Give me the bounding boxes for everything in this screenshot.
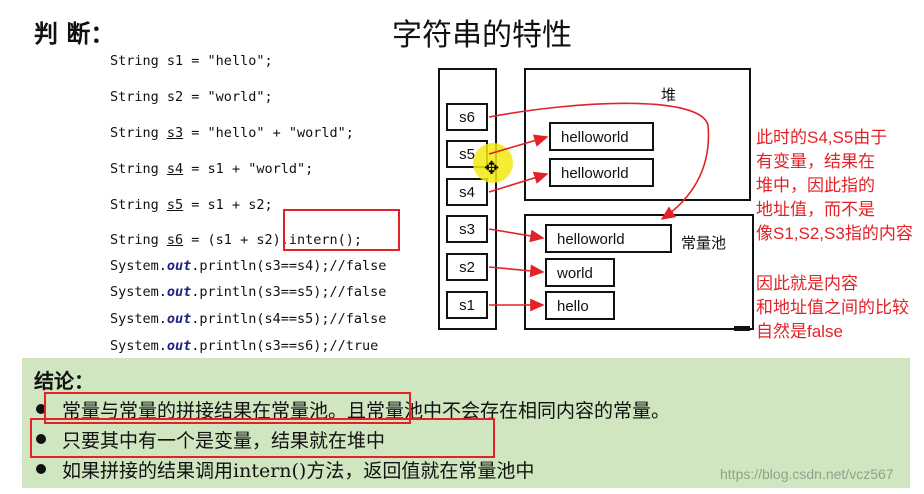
code-rest: = s1 + "world"; <box>183 161 314 177</box>
print-line-1: System.out.println(s3==s4);//false <box>110 258 386 274</box>
ref-s4: s4 <box>446 178 488 206</box>
intern-highlight <box>283 209 400 251</box>
code-var: s4 <box>166 161 184 177</box>
code-field: out <box>166 338 192 354</box>
pool-value-world: world <box>545 258 615 287</box>
code-keyword: String <box>110 197 167 213</box>
print-line-4: System.out.println(s3==s6);//true <box>110 338 378 354</box>
code-keyword: String <box>110 53 167 69</box>
code-field: out <box>166 284 192 300</box>
pool-value-hello: hello <box>545 291 615 320</box>
code-field: out <box>166 311 192 327</box>
code-rest: .println(s3==s4);//false <box>191 258 387 274</box>
highlight-box-1 <box>44 392 411 424</box>
code-keyword: String <box>110 125 167 141</box>
code-rest: = s1 + s2; <box>183 197 273 213</box>
code-line-1: String s1 = "hello"; <box>110 53 273 69</box>
code-rest: .println(s3==s5);//false <box>191 284 387 300</box>
code-rest: = "world"; <box>183 89 273 105</box>
page-heading: 判 断： <box>34 19 115 48</box>
code-class: System. <box>110 338 167 354</box>
code-line-6: String s6 = (s1 + s2).intern(); <box>110 232 362 248</box>
ref-s1: s1 <box>446 291 488 319</box>
code-rest: .println(s4==s5);//false <box>191 311 387 327</box>
conclusion-title: 结论： <box>34 369 94 393</box>
code-var: s6 <box>166 232 184 248</box>
pool-label: 常量池 <box>681 235 727 252</box>
code-var: s5 <box>166 197 184 213</box>
slide-title: 字符串的特性 <box>392 18 572 53</box>
note-heap-explanation: 此时的S4,S5由于 有变量，结果在 堆中，因此指的 地址值，而不是 像S1,S… <box>756 128 913 243</box>
pool-value-helloworld: helloworld <box>545 224 672 253</box>
ref-s2: s2 <box>446 253 488 281</box>
code-var: s2 <box>166 89 184 105</box>
heap-label: 堆 <box>661 87 677 104</box>
bullet-icon <box>36 404 46 414</box>
highlight-box-2 <box>30 418 495 458</box>
code-line-4: String s4 = s1 + "world"; <box>110 161 313 177</box>
code-keyword: String <box>110 161 167 177</box>
code-rest: = (s1 + s2).intern(); <box>183 232 362 248</box>
bullet-icon <box>36 434 46 444</box>
print-line-3: System.out.println(s4==s5);//false <box>110 311 386 327</box>
heap-value-s4: helloworld <box>549 158 654 187</box>
code-rest: = "hello" + "world"; <box>183 125 354 141</box>
watermark: https://blog.csdn.net/vcz567 <box>720 466 894 482</box>
code-keyword: String <box>110 232 167 248</box>
arrow-s2-pool <box>488 264 545 278</box>
bullet-icon <box>36 464 46 474</box>
code-rest: = "hello"; <box>183 53 273 69</box>
note-comparison: 因此就是内容 和地址值之间的比较 自然是false <box>756 274 909 341</box>
ref-s6: s6 <box>446 103 488 131</box>
ref-s3: s3 <box>446 215 488 243</box>
code-rest: .println(s3==s6);//true <box>191 338 379 354</box>
code-var: s1 <box>166 53 184 69</box>
cursor-icon: ✥ <box>484 158 500 179</box>
code-line-2: String s2 = "world"; <box>110 89 273 105</box>
print-line-2: System.out.println(s3==s5);//false <box>110 284 386 300</box>
code-line-3: String s3 = "hello" + "world"; <box>110 125 354 141</box>
heap-value-s5: helloworld <box>549 122 654 151</box>
code-field: out <box>166 258 192 274</box>
conclusion-item-1: 常量与常量的拼接结果在常量池。且常量池中不会存在相同内容的常量。 <box>62 400 671 422</box>
arrow-s3-pool <box>488 228 545 243</box>
arrow-s6-pool <box>488 102 710 220</box>
code-class: System. <box>110 258 167 274</box>
code-class: System. <box>110 284 167 300</box>
conclusion-item-2: 只要其中有一个是变量，结果就在堆中 <box>62 430 386 452</box>
arrow-s4-heap <box>488 171 549 193</box>
arrow-s5-heap <box>488 134 549 155</box>
pool-corner-mark <box>734 326 750 331</box>
conclusion-item-3: 如果拼接的结果调用intern()方法，返回值就在常量池中 <box>62 460 535 482</box>
code-var: s3 <box>166 125 184 141</box>
code-keyword: String <box>110 89 167 105</box>
code-class: System. <box>110 311 167 327</box>
code-line-5: String s5 = s1 + s2; <box>110 197 273 213</box>
